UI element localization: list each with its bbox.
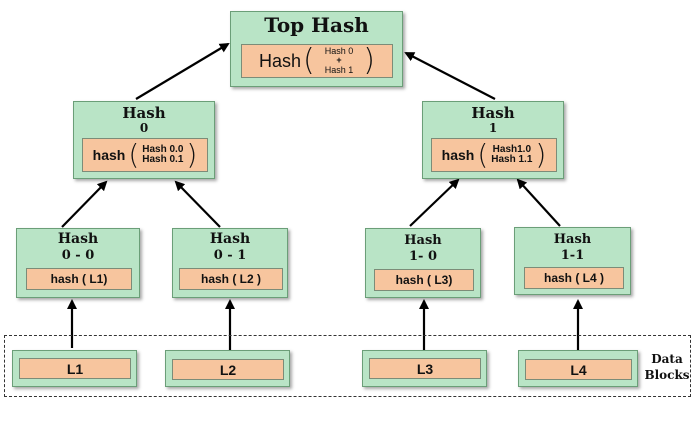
data-blocks-label-line1: Data [651, 352, 683, 366]
hash-1-1-title: Hash [553, 232, 592, 247]
arrow-hash10-to-hash1 [409, 178, 460, 227]
hash-0-0-title: Hash [57, 231, 99, 247]
hash-0-1-content: hash ( L2 ) [179, 268, 283, 290]
hash-0-title: Hash [122, 104, 166, 122]
hash-1-title: Hash [471, 104, 515, 122]
hash-1-input-1: Hash1.0 [492, 143, 532, 155]
hash-0-input-1: Hash 0.0 [142, 143, 184, 155]
data-blocks-label-line2: Blocks [644, 368, 690, 383]
data-blocks-frame [4, 335, 691, 397]
hash-0-1-title: Hash [209, 231, 251, 247]
top-close-paren: ) [363, 43, 375, 78]
top-hash-node: Top Hash Hash ( Hash 0 + Hash 1 ) [230, 11, 403, 87]
hash-0-0-node: Hash 0 - 0 hash ( L1) [16, 228, 140, 298]
hash-1-node: Hash 1 hash ( Hash1.0 Hash 1.1 ) [422, 101, 564, 179]
hash-1-0-content: hash ( L3) [374, 269, 474, 291]
hash-1-content: hash ( Hash1.0 Hash 1.1 ) [431, 138, 557, 172]
hash-1-1-content: hash ( L4 ) [524, 267, 624, 289]
data-block-l2: L2 [165, 350, 290, 387]
hash-1-0-title: Hash [404, 233, 442, 248]
top-hash-title: Top Hash [264, 13, 369, 37]
hash-0-1-index: 0 - 1 [213, 248, 247, 263]
data-block-l1: L1 [12, 350, 137, 387]
hash-1-input-2: Hash 1.1 [491, 154, 533, 165]
top-open-paren: ( [303, 43, 315, 78]
hash-1-0-index: 1- 0 [408, 249, 437, 264]
data-block-l2-label: L2 [172, 359, 284, 380]
hash-0-content: hash ( Hash 0.0 Hash 0.1 ) [82, 138, 208, 172]
hash-1-inputs: Hash1.0 Hash 1.1 [491, 143, 533, 166]
hash-1-1-index: 1-1 [560, 248, 585, 263]
hash-0-1-node: Hash 0 - 1 hash ( L2 ) [172, 228, 288, 298]
data-block-l3-label: L3 [369, 358, 481, 379]
top-input-2: Hash 1 [324, 64, 354, 75]
hash-0-inputs: Hash 0.0 Hash 0.1 [142, 143, 184, 166]
hash-0-close-paren: ) [186, 138, 198, 171]
arrow-hash1-to-top [404, 52, 496, 100]
hash-1-1-node: Hash 1-1 hash ( L4 ) [514, 227, 631, 295]
hash-0-input-2: Hash 0.1 [142, 154, 184, 165]
arrow-hash11-to-hash1 [516, 178, 561, 227]
hash-1-close-paren: ) [535, 138, 547, 171]
hash-0-index: 0 [139, 121, 149, 135]
top-input-1: Hash 0 [324, 45, 354, 56]
hash-1-open-paren: ( [477, 138, 489, 171]
data-block-l1-label: L1 [19, 358, 131, 379]
hash-0-0-content: hash ( L1) [26, 268, 132, 290]
arrow-hash0-to-top [135, 42, 230, 100]
hash-1-fn: hash [441, 147, 475, 163]
hash-0-fn: hash [92, 147, 126, 163]
data-block-l4: L4 [518, 350, 638, 387]
data-block-l3: L3 [362, 350, 487, 387]
hash-1-index: 1 [488, 121, 498, 135]
data-blocks-label: Data Blocks [640, 351, 694, 383]
top-hash-content: Hash ( Hash 0 + Hash 1 ) [241, 44, 393, 78]
arrow-hash00-to-hash0 [61, 180, 108, 228]
hash-0-0-index: 0 - 0 [61, 248, 95, 263]
hash-1-0-node: Hash 1- 0 hash ( L3) [365, 228, 481, 298]
top-hash-fn: Hash [259, 50, 302, 71]
data-block-l4-label: L4 [525, 359, 632, 380]
arrow-hash01-to-hash0 [174, 180, 221, 228]
hash-0-open-paren: ( [128, 138, 140, 171]
hash-0-node: Hash 0 hash ( Hash 0.0 Hash 0.1 ) [73, 101, 215, 179]
top-hash-inputs: Hash 0 + Hash 1 [324, 45, 354, 75]
top-plus: + [336, 55, 342, 66]
